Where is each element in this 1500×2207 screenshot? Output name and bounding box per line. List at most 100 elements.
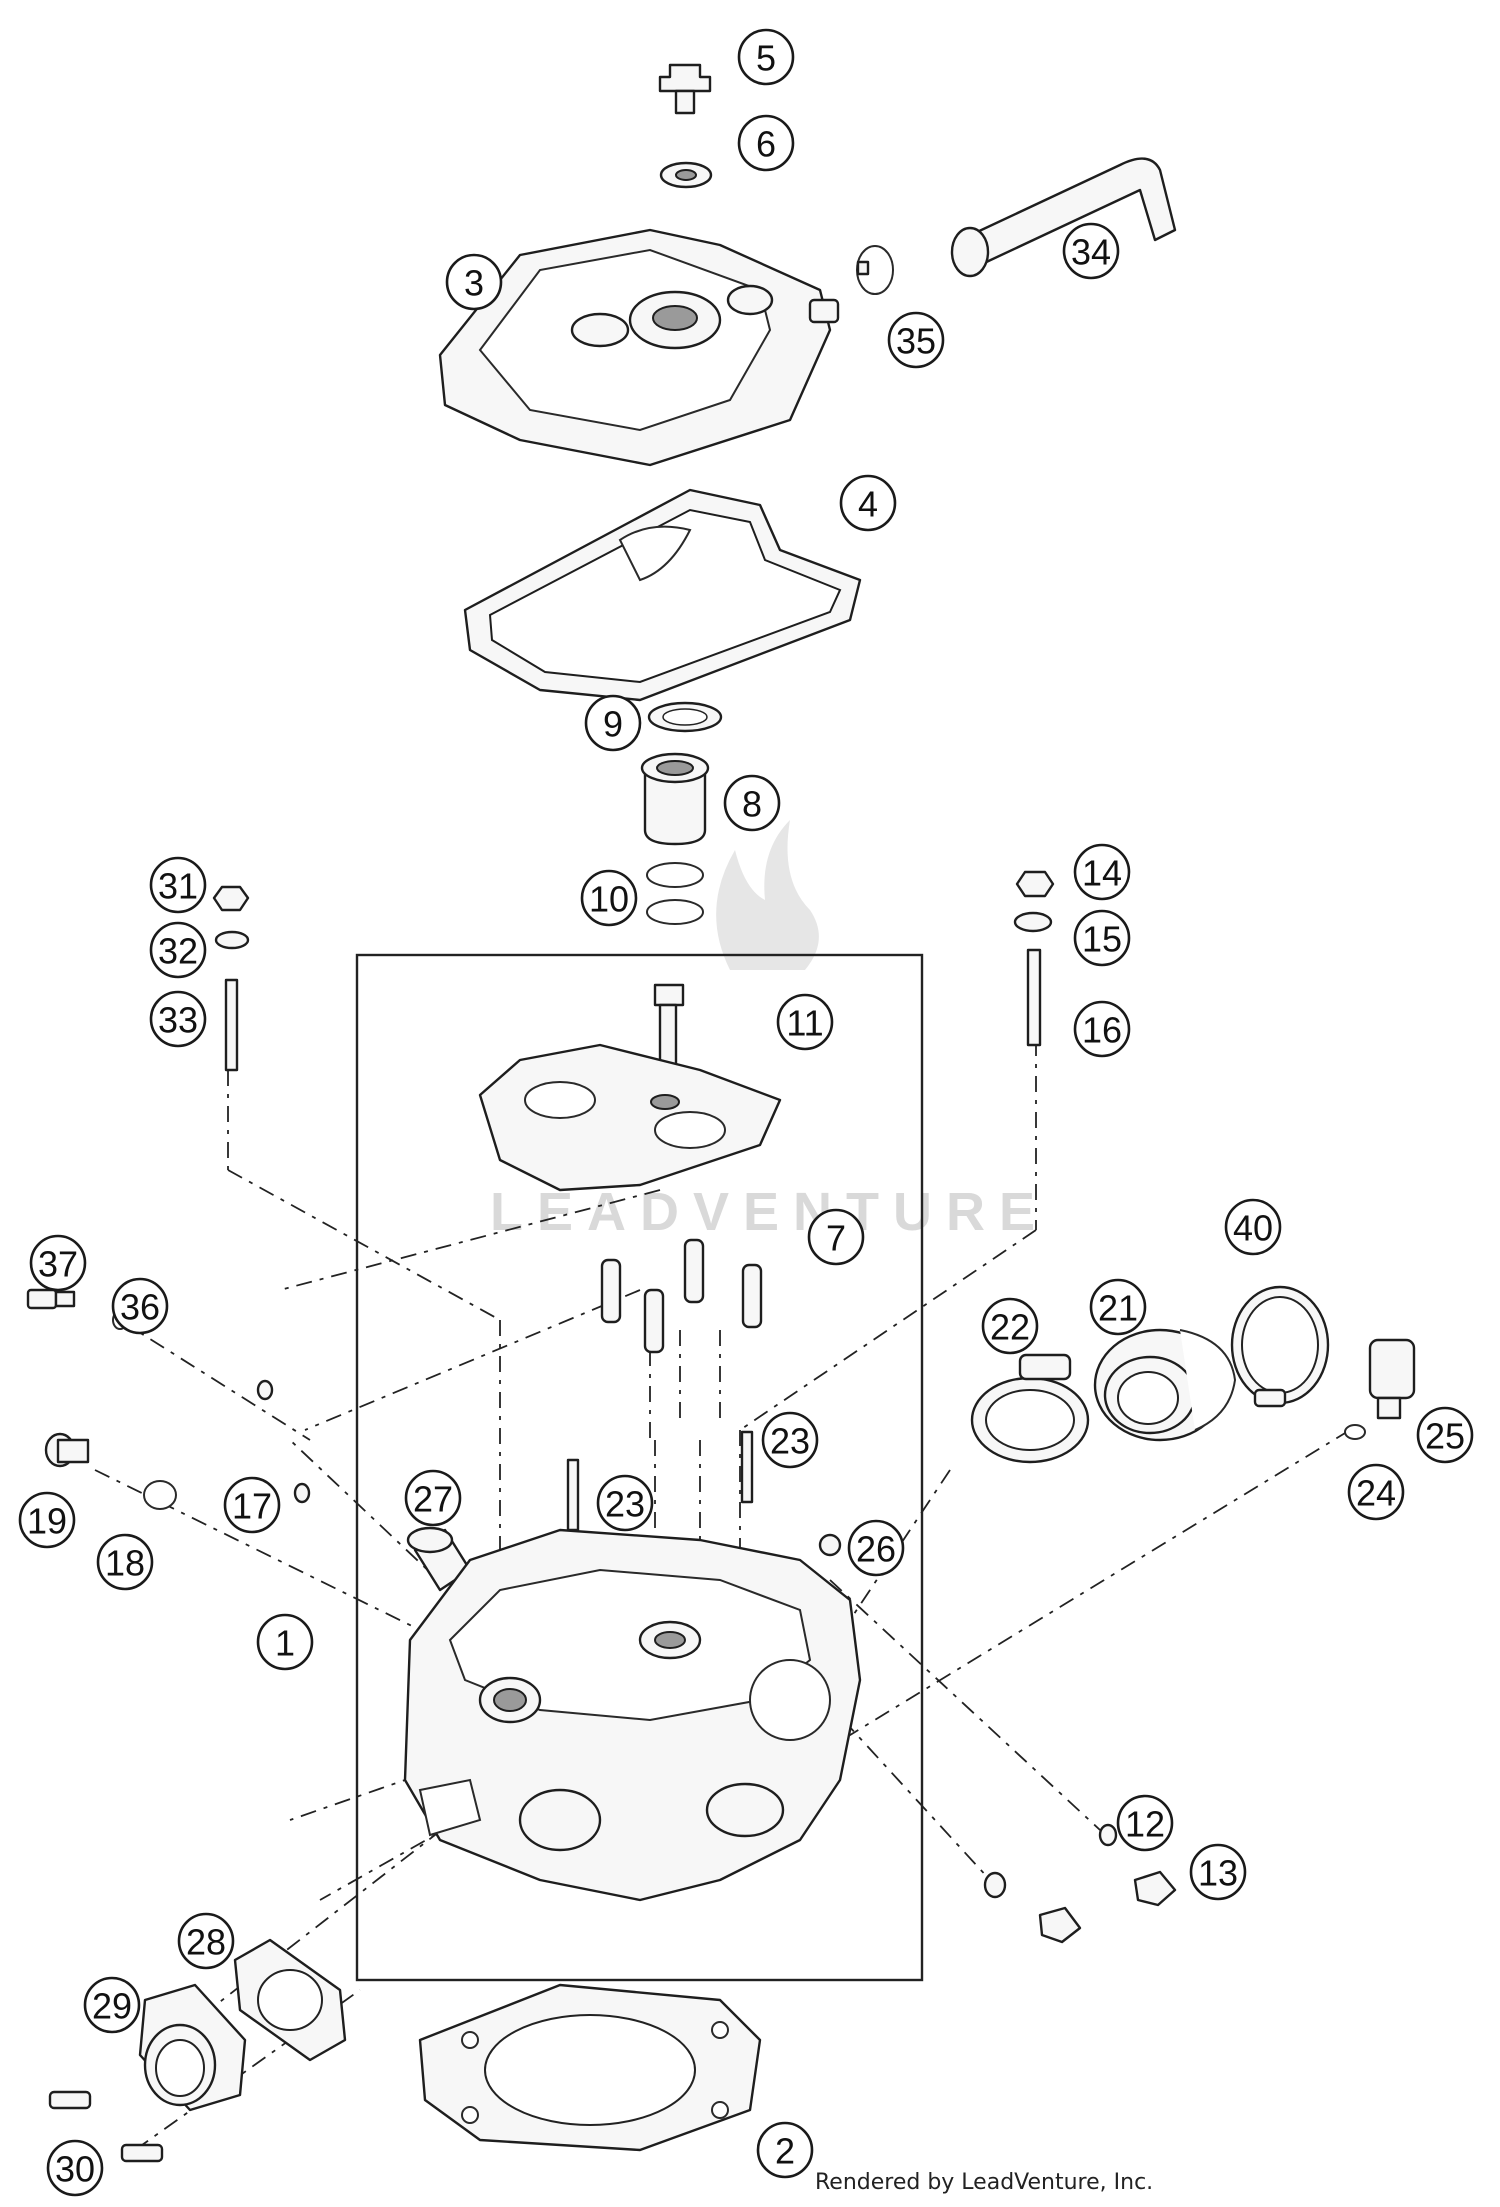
hose-clamp-part-22 xyxy=(970,1353,1090,1464)
plug-bottom-a xyxy=(983,1871,1007,1899)
callout-34: 34 xyxy=(1062,222,1120,280)
sensor-part-37 xyxy=(26,1288,76,1310)
callout-19: 19 xyxy=(18,1491,76,1549)
valve-cover-part-3 xyxy=(438,228,840,467)
stud-part-33 xyxy=(224,978,239,1072)
svg-text:22: 22 xyxy=(990,1307,1030,1348)
svg-text:25: 25 xyxy=(1425,1416,1465,1457)
sensor-part-25 xyxy=(1368,1338,1416,1420)
svg-text:13: 13 xyxy=(1198,1853,1238,1894)
plug-part-17b xyxy=(293,1482,311,1504)
callout-32: 32 xyxy=(149,921,207,979)
nut-part-31 xyxy=(212,885,250,912)
plug-part-12 xyxy=(1098,1823,1118,1847)
callout-11: 11 xyxy=(776,993,834,1051)
clamp-part-40 xyxy=(1230,1285,1330,1408)
svg-text:35: 35 xyxy=(896,321,936,362)
callout-22: 22 xyxy=(981,1297,1039,1355)
bolt-part-30b xyxy=(120,2143,164,2163)
callout-2: 2 xyxy=(756,2121,814,2179)
o-ring-part-10a xyxy=(646,862,704,888)
svg-text:28: 28 xyxy=(186,1922,226,1963)
svg-text:12: 12 xyxy=(1125,1804,1165,1845)
svg-text:10: 10 xyxy=(589,879,629,920)
svg-text:24: 24 xyxy=(1356,1473,1396,1514)
callout-40: 40 xyxy=(1224,1198,1282,1256)
svg-text:16: 16 xyxy=(1082,1010,1122,1051)
callout-10: 10 xyxy=(580,869,638,927)
callout-33: 33 xyxy=(149,990,207,1048)
callout-27: 27 xyxy=(404,1469,462,1527)
callout-17: 17 xyxy=(223,1476,281,1534)
svg-text:4: 4 xyxy=(858,484,878,525)
assembly-frame xyxy=(355,953,924,1982)
washer-part-24 xyxy=(1344,1424,1366,1440)
svg-text:8: 8 xyxy=(742,784,762,825)
washer-part-18 xyxy=(143,1480,177,1510)
callout-26: 26 xyxy=(847,1519,905,1577)
plug-part-17a xyxy=(256,1379,274,1401)
callout-16: 16 xyxy=(1073,1000,1131,1058)
callout-15: 15 xyxy=(1073,909,1131,967)
plug-part-26 xyxy=(818,1533,842,1557)
callout-23b: 23 xyxy=(761,1411,819,1469)
svg-text:26: 26 xyxy=(856,1529,896,1570)
svg-text:7: 7 xyxy=(826,1218,846,1259)
pin-part-23a xyxy=(566,1458,580,1532)
cam-carrier-part-7 xyxy=(478,1043,782,1192)
callout-24: 24 xyxy=(1347,1463,1405,1521)
callout-35: 35 xyxy=(887,311,945,369)
svg-text:21: 21 xyxy=(1098,1288,1138,1329)
render-credit: Rendered by LeadVenture, Inc. xyxy=(815,2170,1154,2195)
sleeve-part-8 xyxy=(640,752,710,846)
callout-28: 28 xyxy=(177,1912,235,1970)
breather-hose-part-34 xyxy=(950,157,1177,278)
cylinder-head-part-1 xyxy=(403,1528,862,1902)
svg-text:18: 18 xyxy=(105,1543,145,1584)
svg-text:LEADVENTURE: LEADVENTURE xyxy=(490,1182,1049,1242)
callout-37: 37 xyxy=(29,1234,87,1292)
callout-1: 1 xyxy=(256,1613,314,1671)
callout-13: 13 xyxy=(1189,1843,1247,1901)
head-gasket-part-2 xyxy=(418,1983,762,2152)
callout-29: 29 xyxy=(83,1976,141,2034)
callout-30: 30 xyxy=(46,2139,104,2197)
svg-text:36: 36 xyxy=(120,1287,160,1328)
callout-7: 7 xyxy=(807,1208,865,1266)
bolt-part-5 xyxy=(658,63,712,115)
callout-21: 21 xyxy=(1089,1278,1147,1336)
svg-text:23: 23 xyxy=(770,1421,810,1462)
svg-text:23: 23 xyxy=(605,1484,645,1525)
plug-part-19 xyxy=(44,1432,90,1468)
svg-text:6: 6 xyxy=(756,124,776,165)
callout-9: 9 xyxy=(584,694,642,752)
watermark: LEADVENTURE xyxy=(490,820,1049,1242)
callout-8: 8 xyxy=(723,774,781,832)
pin-part-23b xyxy=(740,1430,754,1504)
callout-18: 18 xyxy=(96,1533,154,1591)
bolt-part-11 xyxy=(653,983,685,1072)
callout-14: 14 xyxy=(1073,843,1131,901)
svg-text:27: 27 xyxy=(413,1479,453,1520)
svg-text:1: 1 xyxy=(275,1623,295,1664)
svg-text:15: 15 xyxy=(1082,919,1122,960)
intake-rubber-part-21 xyxy=(1093,1328,1237,1442)
svg-text:33: 33 xyxy=(158,1000,198,1041)
svg-text:29: 29 xyxy=(92,1986,132,2027)
plug-bottom-b xyxy=(1038,1906,1082,1944)
svg-text:17: 17 xyxy=(232,1486,272,1527)
svg-text:14: 14 xyxy=(1082,853,1122,894)
callout-23a: 23 xyxy=(596,1474,654,1532)
svg-text:31: 31 xyxy=(158,866,198,907)
callout-5: 5 xyxy=(737,28,795,86)
washer-part-32 xyxy=(214,930,250,950)
sleeve-part-27 xyxy=(406,1526,472,1592)
plug-part-13 xyxy=(1133,1870,1177,1907)
gasket-part-28 xyxy=(233,1938,347,2062)
svg-text:19: 19 xyxy=(27,1501,67,1542)
svg-text:37: 37 xyxy=(38,1244,78,1285)
gasket-part-4 xyxy=(463,488,862,702)
svg-text:34: 34 xyxy=(1071,232,1111,273)
callout-4: 4 xyxy=(839,474,897,532)
